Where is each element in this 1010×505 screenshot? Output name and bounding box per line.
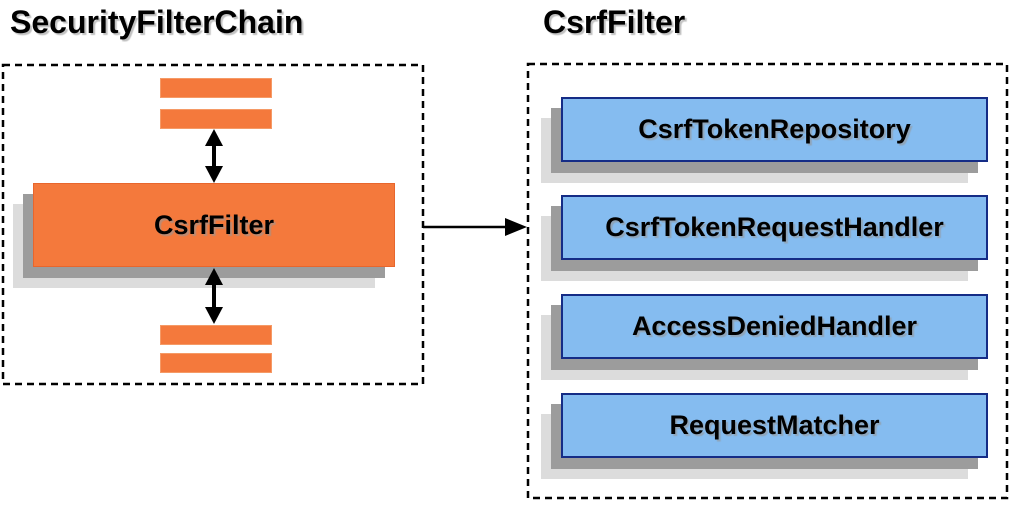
- component-request-matcher: RequestMatcher: [541, 393, 988, 479]
- filter-bar-top-1: [160, 78, 272, 98]
- csrf-filter-node: CsrfFilter: [13, 183, 395, 288]
- component-csrf-token-request-handler: CsrfTokenRequestHandler: [541, 195, 988, 281]
- security-filter-chain-title: SecurityFilterChain: [10, 4, 304, 40]
- component-label: CsrfTokenRequestHandler: [561, 195, 988, 260]
- component-label: RequestMatcher: [561, 393, 988, 458]
- filter-bar-bottom-2: [160, 353, 272, 373]
- flow-arrow-icon: [423, 218, 527, 236]
- component-access-denied-handler: AccessDeniedHandler: [541, 294, 988, 380]
- component-csrf-token-repository: CsrfTokenRepository: [541, 97, 988, 183]
- csrf-filter-title: CsrfFilter: [543, 4, 686, 40]
- csrf-filter-node-label: CsrfFilter: [33, 183, 395, 267]
- component-label: AccessDeniedHandler: [561, 294, 988, 359]
- filter-bar-top-2: [160, 109, 272, 129]
- component-label: CsrfTokenRepository: [561, 97, 988, 162]
- bidirectional-arrow-icon: [205, 129, 223, 183]
- filter-bar-bottom-1: [160, 325, 272, 345]
